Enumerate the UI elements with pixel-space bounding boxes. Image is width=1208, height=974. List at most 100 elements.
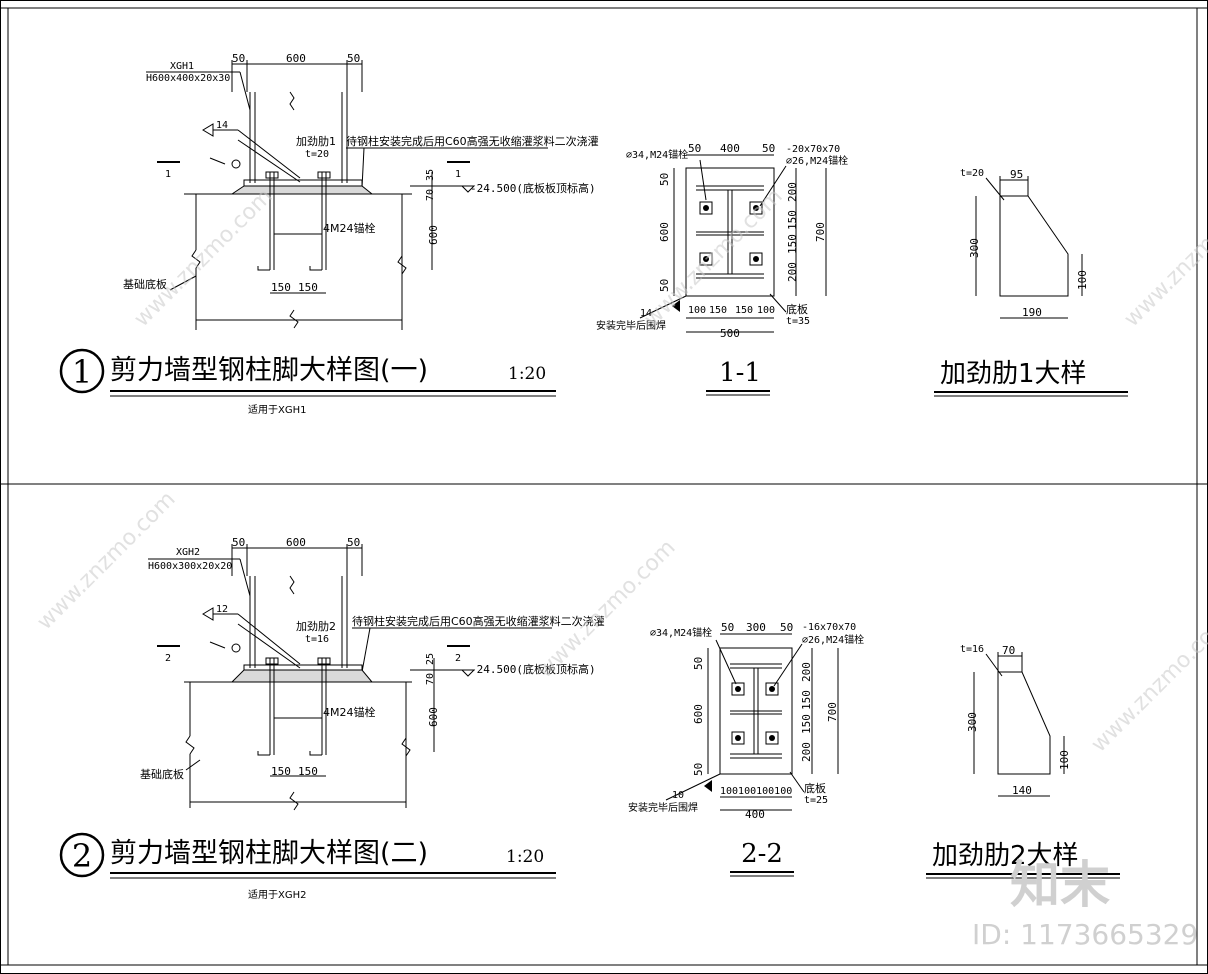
s2-left-50b: 50 <box>692 763 705 776</box>
detail-2-elevation: 50 600 50 XGH2 H600x300x20x20 12 加劲肋2 t=… <box>140 536 605 811</box>
s2-right-150a: 150 <box>800 690 813 710</box>
s1-bot-100a: 100 <box>688 305 706 316</box>
rib1-outline <box>999 195 1069 297</box>
s2-weld-10: 10 <box>672 790 684 801</box>
rib1-title: 加劲肋1大样 <box>940 359 1087 389</box>
d2-dim-mid: 600 <box>286 536 306 549</box>
d1-dim-600v: 600 <box>427 225 440 245</box>
d2-scale: 1:20 <box>506 847 544 867</box>
d1-section-mark-left: 1 <box>165 169 171 180</box>
d2-anchor-bolts <box>257 657 331 756</box>
d2-stiffener-label: 加劲肋2 <box>296 619 336 633</box>
rib2-t: t=16 <box>960 644 984 655</box>
d2-dim-150b: 150 <box>298 765 318 778</box>
s2-left-50a: 50 <box>692 657 705 670</box>
d2-applies: 适用于XGH2 <box>248 889 306 901</box>
detail-1-elevation: 50 600 50 XGH1 H600x400x20x30 14 加劲肋1 t=… <box>123 52 599 330</box>
s2-bot-400: 400 <box>745 808 765 821</box>
s2-top-300: 300 <box>746 621 766 634</box>
d2-section-mark-right: 2 <box>455 653 461 664</box>
s1-left-600: 600 <box>658 222 671 242</box>
d2-dim-70: 70 <box>425 673 436 685</box>
s1-title: 1-1 <box>719 358 761 388</box>
s1-right-200a: 200 <box>786 182 799 202</box>
d1-dim-right: 50 <box>347 52 360 65</box>
d1-column-size: H600x400x20x30 <box>146 73 230 84</box>
rib2-height: 300 <box>966 712 979 732</box>
s1-washer-hole: ⌀26,M24锚栓 <box>786 154 848 167</box>
d1-number-circle <box>59 348 105 394</box>
s1-base-plate <box>685 167 775 297</box>
s1-bot-150a: 150 <box>709 305 727 316</box>
d1-anchor-label: 4M24锚栓 <box>323 221 376 235</box>
s2-bot-dims: 100100100100 <box>720 786 792 797</box>
s1-plate-label: 底板 <box>786 302 808 316</box>
s1-bot-500: 500 <box>720 327 740 340</box>
s1-right-150b: 150 <box>786 234 799 254</box>
rib1-height: 300 <box>968 238 981 258</box>
d2-column-name: XGH2 <box>176 547 200 558</box>
s1-right-700: 700 <box>814 222 827 242</box>
d1-elev-note: -24.500(底板板顶标高) <box>470 181 596 195</box>
s1-washer-note: -20x70x70 <box>786 144 840 155</box>
s1-plate-t: t=35 <box>786 316 810 327</box>
s2-right-150b: 150 <box>800 714 813 734</box>
s2-weld-note: 安装完毕后围焊 <box>628 801 698 814</box>
s2-washer-note: -16x70x70 <box>802 622 856 633</box>
d2-angle: 12 <box>216 604 228 615</box>
s2-hole-note: ⌀34,M24锚栓 <box>650 626 712 639</box>
s1-weld-14: 14 <box>640 308 652 319</box>
d2-dim-150a: 150 <box>271 765 291 778</box>
rib2-bottom: 140 <box>1012 784 1032 797</box>
d2-column-size: H600x300x20x20 <box>148 561 232 572</box>
d2-number-circle <box>59 832 105 878</box>
d1-title: 剪力墙型钢柱脚大样图(一) <box>110 355 428 386</box>
d1-dim-150b: 150 <box>298 281 318 294</box>
d1-dim-left: 50 <box>232 52 245 65</box>
s2-title: 2-2 <box>741 839 783 869</box>
watermark-brand: 知末 <box>1010 856 1110 914</box>
watermark-id: ID: 1173665329 <box>972 918 1198 951</box>
s2-right-200b: 200 <box>800 742 813 762</box>
detail-2-title-block: 2 剪力墙型钢柱脚大样图(二) 1:20 适用于XGH2 <box>59 832 556 901</box>
s1-weld-note: 安装完毕后围焊 <box>596 319 666 332</box>
d2-stiffener-t: t=16 <box>305 634 329 645</box>
rib-2-detail: 70 t=16 300 100 140 加劲肋2大样 <box>926 644 1120 879</box>
d2-elev-note: -24.500(底板板顶标高) <box>470 662 596 676</box>
d1-angle: 14 <box>216 120 228 131</box>
section-2-2: 50 300 50 ⌀34,M24锚栓 -16x70x70 ⌀26,M24锚栓 … <box>628 621 864 877</box>
d1-section-mark-right: 1 <box>455 169 461 180</box>
s1-left-50a: 50 <box>658 173 671 186</box>
s2-plate-t: t=25 <box>804 795 828 806</box>
d2-number: 2 <box>72 837 92 875</box>
d1-scale: 1:20 <box>508 364 546 384</box>
d2-grout-note: 待钢柱安装完成后用C60高强无收缩灌浆料二次浇灌 <box>352 614 605 628</box>
s1-top-50b: 50 <box>762 142 775 155</box>
d2-dim-35: 25 <box>425 653 436 665</box>
s2-left-600: 600 <box>692 704 705 724</box>
d1-applies: 适用于XGH1 <box>248 404 306 416</box>
d2-title: 剪力墙型钢柱脚大样图(二) <box>110 838 428 869</box>
s2-bolt-holes <box>731 682 779 745</box>
d2-dim-left: 50 <box>232 536 245 549</box>
d1-dim-150a: 150 <box>271 281 291 294</box>
rib1-top: 95 <box>1010 168 1023 181</box>
detail-1-title-block: 1 剪力墙型钢柱脚大样图(一) 1:20 适用于XGH1 <box>59 348 556 416</box>
s1-top-50a: 50 <box>688 142 701 155</box>
s1-top-400: 400 <box>720 142 740 155</box>
s1-right-200b: 200 <box>786 262 799 282</box>
rib2-title: 加劲肋2大样 <box>932 841 1079 871</box>
rib1-t: t=20 <box>960 168 984 179</box>
d1-base-label: 基础底板 <box>123 277 167 291</box>
s1-right-150a: 150 <box>786 210 799 230</box>
rib2-top: 70 <box>1002 644 1015 657</box>
d1-stiffener-t: t=20 <box>305 149 329 160</box>
s2-washer-hole: ⌀26,M24锚栓 <box>802 633 864 646</box>
d2-anchor-label: 4M24锚栓 <box>323 705 376 719</box>
s1-hole-note: ⌀34,M24锚栓 <box>626 148 688 161</box>
rib1-bottom: 190 <box>1022 306 1042 319</box>
s1-bot-150b: 150 <box>735 305 753 316</box>
s2-top-50b: 50 <box>780 621 793 634</box>
